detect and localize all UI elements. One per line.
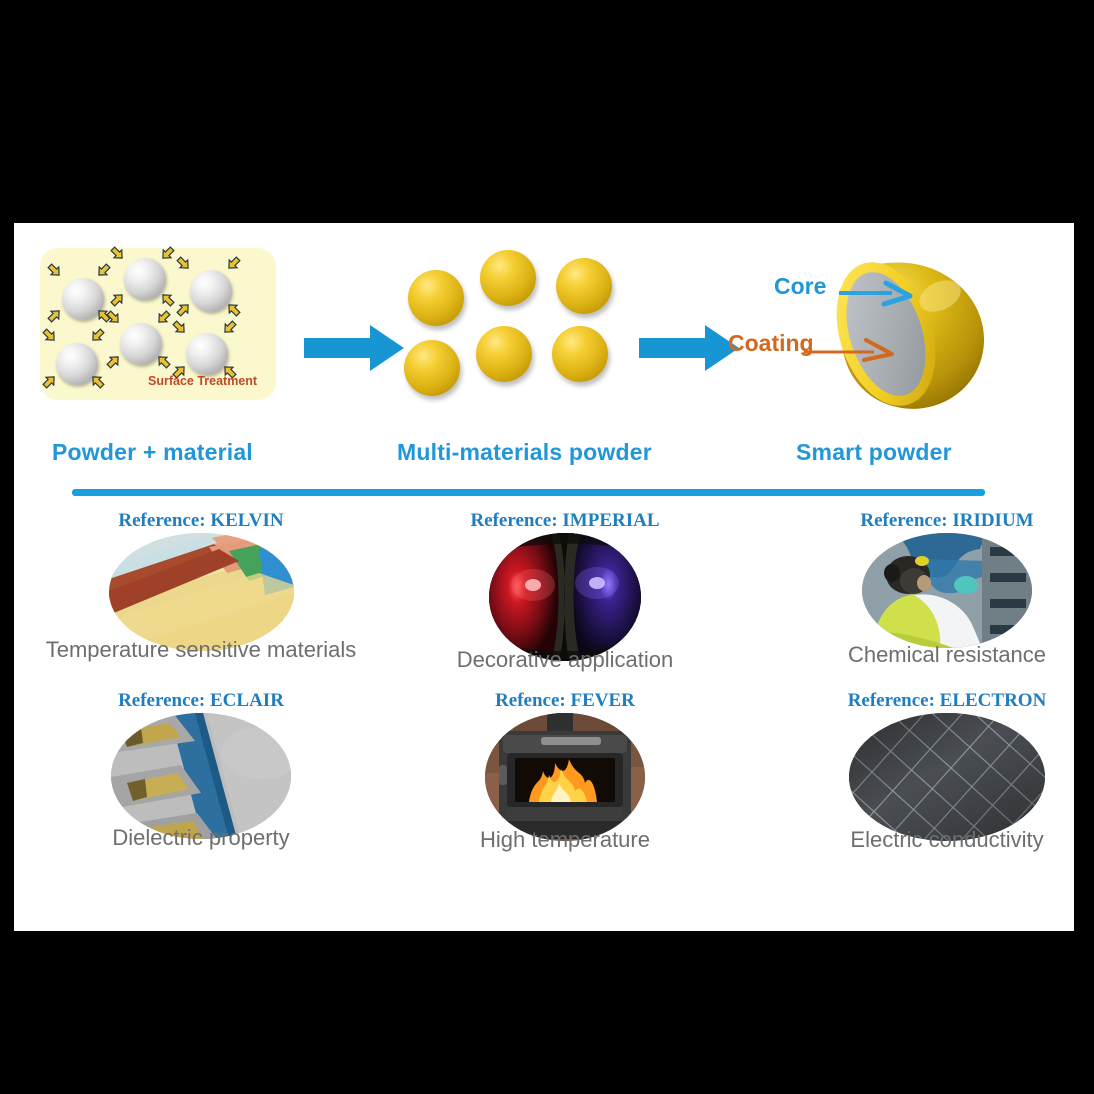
reference-card-kelvin[interactable]: Reference: KELVIN [36, 511, 366, 663]
stage-smart-powder: Core Coating [728, 248, 1004, 433]
section-divider [72, 489, 985, 496]
stage-title-powder-material: Powder + material [52, 439, 253, 465]
reference-title: Reference: IMPERIAL [470, 510, 660, 531]
inward-arrow-icon [106, 310, 121, 325]
reference-caption: High temperature [480, 827, 650, 852]
gold-particle [552, 326, 608, 382]
inward-arrow-icon [90, 328, 105, 343]
reference-title: Reference: IRIDIUM [860, 510, 1034, 531]
coating-leader-arrow [804, 338, 894, 362]
surface-treatment-label: Surface Treatment [148, 374, 258, 388]
stage-multi-materials-powder [404, 248, 634, 433]
white-panel: Surface Treatment [14, 223, 1074, 931]
powder-particle [190, 270, 232, 312]
reference-title: Refence: FEVER [495, 690, 635, 711]
reference-image-fever [485, 713, 645, 841]
inward-arrow-icon [172, 320, 187, 335]
surface-treatment-box: Surface Treatment [40, 246, 276, 400]
coating-label: Coating [728, 330, 814, 356]
inward-arrow-icon [110, 292, 125, 307]
inward-arrow-icon [47, 308, 62, 323]
powder-particle [120, 323, 162, 365]
reference-image-eclair [111, 713, 291, 839]
reference-caption: Temperature sensitive materials [45, 637, 357, 662]
reference-row: Reference: KELVIN [14, 511, 1074, 691]
reference-image-iridium [862, 533, 1032, 648]
inward-arrow-icon [42, 374, 57, 389]
flow-arrow-icon-2 [639, 325, 739, 376]
smart-powder-diagram [804, 262, 985, 409]
gold-particle [404, 340, 460, 396]
gold-particle [408, 270, 464, 326]
reference-caption: Dielectric property [112, 825, 290, 850]
powder-particle [56, 343, 98, 385]
gold-particle [480, 250, 536, 306]
inward-arrow-icon [90, 374, 105, 389]
reference-card-eclair[interactable]: Reference: ECLAIR [36, 691, 366, 851]
reference-image-kelvin [108, 533, 294, 651]
reference-card-electron[interactable]: Reference: ELECTRON [782, 691, 1094, 853]
inward-arrow-icon [96, 263, 111, 278]
inward-arrow-icon [172, 364, 187, 379]
stage-title-multi-materials-powder: Multi-materials powder [397, 439, 652, 465]
gold-particle [556, 258, 612, 314]
reference-caption: Decorative application [456, 647, 674, 672]
core-leader-arrow [839, 280, 913, 307]
inward-arrow-icon [226, 256, 241, 271]
flow-arrow-icon-1 [304, 325, 404, 376]
inward-arrow-icon [156, 310, 171, 325]
inward-arrow-icon [176, 302, 191, 317]
reference-card-imperial[interactable]: Reference: IMPERIAL [400, 511, 730, 673]
inward-arrow-icon [176, 256, 191, 271]
reference-card-fever[interactable]: Refence: FEVER [400, 691, 730, 853]
stage-title-smart-powder: Smart powder [796, 439, 952, 465]
reference-image-electron [849, 713, 1045, 841]
inward-arrow-icon [110, 246, 125, 261]
stage-powder-material: Surface Treatment [40, 246, 290, 433]
powder-particle [62, 278, 104, 320]
inward-arrow-icon [47, 263, 62, 278]
reference-row: Reference: ECLAIR [14, 691, 1074, 871]
inward-arrow-icon [222, 364, 237, 379]
powder-particle [124, 258, 166, 300]
inward-arrow-icon [226, 302, 241, 317]
reference-title: Reference: KELVIN [118, 510, 284, 531]
gold-particle [476, 326, 532, 382]
reference-title: Reference: ECLAIR [118, 690, 284, 711]
inward-arrow-icon [160, 246, 175, 261]
inward-arrow-icon [156, 354, 171, 369]
reference-title: Reference: ELECTRON [847, 690, 1047, 711]
reference-grid: Reference: KELVIN [14, 511, 1074, 871]
inward-arrow-icon [96, 308, 111, 323]
reference-caption: Chemical resistance [847, 642, 1047, 667]
inward-arrow-icon [42, 328, 57, 343]
inward-arrow-icon [160, 292, 175, 307]
inward-arrow-icon [106, 354, 121, 369]
inward-arrow-icon [222, 320, 237, 335]
core-label: Core [774, 273, 827, 299]
powder-particle [186, 333, 228, 375]
reference-card-iridium[interactable]: Reference: IRIDIUM [782, 511, 1094, 668]
reference-image-imperial [489, 533, 641, 661]
reference-caption: Electric conductivity [850, 827, 1044, 852]
